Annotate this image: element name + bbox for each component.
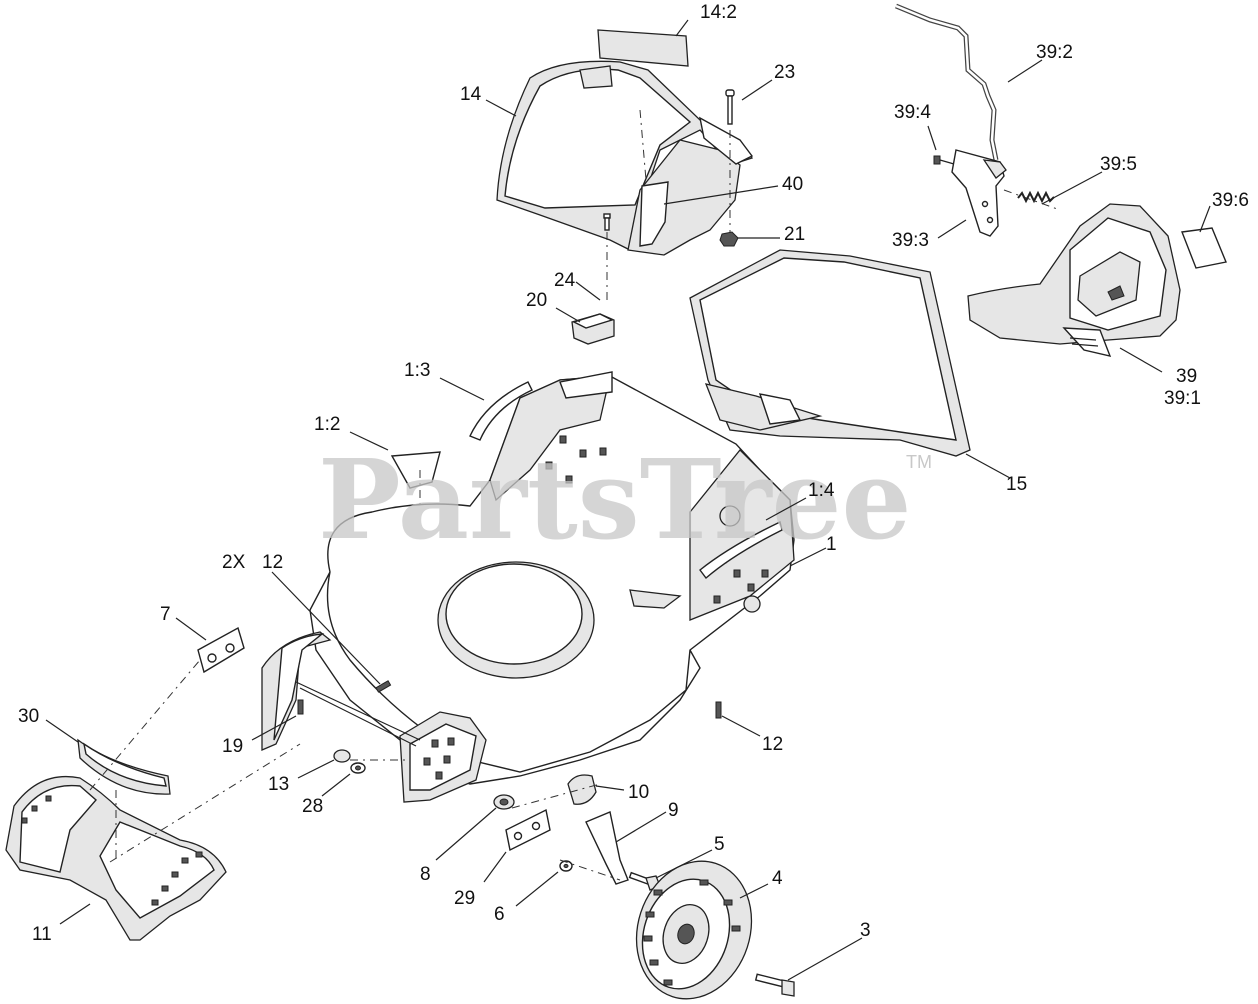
front-axle-bracket[interactable] <box>295 681 487 803</box>
label-10: 10 <box>628 782 649 803</box>
part-39-grass-door[interactable] <box>967 203 1181 357</box>
part-24-screw[interactable] <box>603 213 611 231</box>
part-1-2-decal[interactable] <box>390 451 441 489</box>
part-40-decal[interactable] <box>639 181 669 247</box>
label-12-upper: 12 <box>262 552 283 573</box>
part-29-bracket[interactable] <box>505 808 551 852</box>
label-15: 15 <box>1006 474 1027 495</box>
part-1-4-decal[interactable] <box>699 520 783 580</box>
label-8: 8 <box>420 864 431 885</box>
label-39-3: 39:3 <box>892 230 929 251</box>
part-10-cap[interactable] <box>567 774 597 805</box>
label-21: 21 <box>784 224 805 245</box>
label-1-3: 1:3 <box>404 360 430 381</box>
part-39-5-spring[interactable] <box>1017 190 1055 204</box>
part-20-bumper[interactable] <box>571 313 615 345</box>
label-11: 11 <box>32 924 52 945</box>
label-14-2: 14:2 <box>700 2 737 23</box>
part-12-bolt-lower[interactable] <box>715 701 722 719</box>
label-12-lower: 12 <box>762 734 783 755</box>
label-28: 28 <box>302 796 323 817</box>
part-23-screw[interactable] <box>725 89 735 125</box>
label-39: 39 <box>1176 366 1197 387</box>
label-5: 5 <box>714 834 725 855</box>
label-1: 1 <box>826 534 837 555</box>
part-39-4-screw[interactable] <box>933 155 955 165</box>
label-30: 30 <box>18 706 39 727</box>
part-15-discharge-chute[interactable] <box>689 249 971 457</box>
part-21-nut[interactable] <box>719 231 739 247</box>
label-39-1: 39:1 <box>1164 388 1201 409</box>
part-19-screw[interactable] <box>297 699 304 715</box>
part-39-3-bracket[interactable] <box>951 149 1007 237</box>
label-4: 4 <box>772 868 783 889</box>
label-13: 13 <box>268 774 289 795</box>
label-40: 40 <box>782 174 803 195</box>
label-3: 3 <box>860 920 871 941</box>
part-12-bolt-upper[interactable] <box>375 680 392 693</box>
part-30-grip[interactable] <box>77 738 171 795</box>
label-20: 20 <box>526 290 547 311</box>
watermark-trademark: TM <box>906 452 932 472</box>
label-6: 6 <box>494 904 505 925</box>
label-23: 23 <box>774 62 795 83</box>
part-14-rear-shield[interactable] <box>496 60 754 256</box>
label-7: 7 <box>160 604 171 625</box>
part-13-nut[interactable] <box>333 749 351 763</box>
label-39-2: 39:2 <box>1036 42 1073 63</box>
label-24: 24 <box>554 270 576 291</box>
part-3-bolt[interactable] <box>754 973 795 997</box>
part-39-6-decal[interactable] <box>1181 227 1227 269</box>
label-2x: 2X <box>222 552 246 573</box>
part-1-3-decal[interactable] <box>469 381 533 441</box>
label-39-5: 39:5 <box>1100 154 1137 175</box>
part-6-washer[interactable] <box>559 860 573 872</box>
watermark-text: PartsTree <box>318 435 912 564</box>
part-39-2-rod[interactable] <box>895 3 999 161</box>
label-9: 9 <box>668 800 679 821</box>
label-39-4: 39:4 <box>894 102 931 123</box>
label-19: 19 <box>222 736 243 757</box>
label-29: 29 <box>454 888 475 909</box>
part-1-mower-deck[interactable] <box>309 371 795 785</box>
part-7-bracket[interactable] <box>197 626 245 674</box>
label-39-6: 39:6 <box>1212 190 1249 211</box>
part-9-adjuster[interactable] <box>585 811 629 885</box>
label-1-4: 1:4 <box>808 480 835 501</box>
part-8-spacer[interactable] <box>493 794 515 810</box>
leader-lines <box>45 19 1211 981</box>
part-14-2-decal[interactable] <box>597 29 689 67</box>
label-1-2: 1:2 <box>314 414 340 435</box>
part-4-wheel[interactable] <box>619 846 769 1004</box>
label-14: 14 <box>460 84 482 105</box>
callout-labels: 14:2 14 23 40 21 24 20 39:2 39:4 39:5 39… <box>18 2 1249 945</box>
part-19-bracket[interactable] <box>261 631 332 751</box>
part-28-washer[interactable] <box>350 762 366 774</box>
